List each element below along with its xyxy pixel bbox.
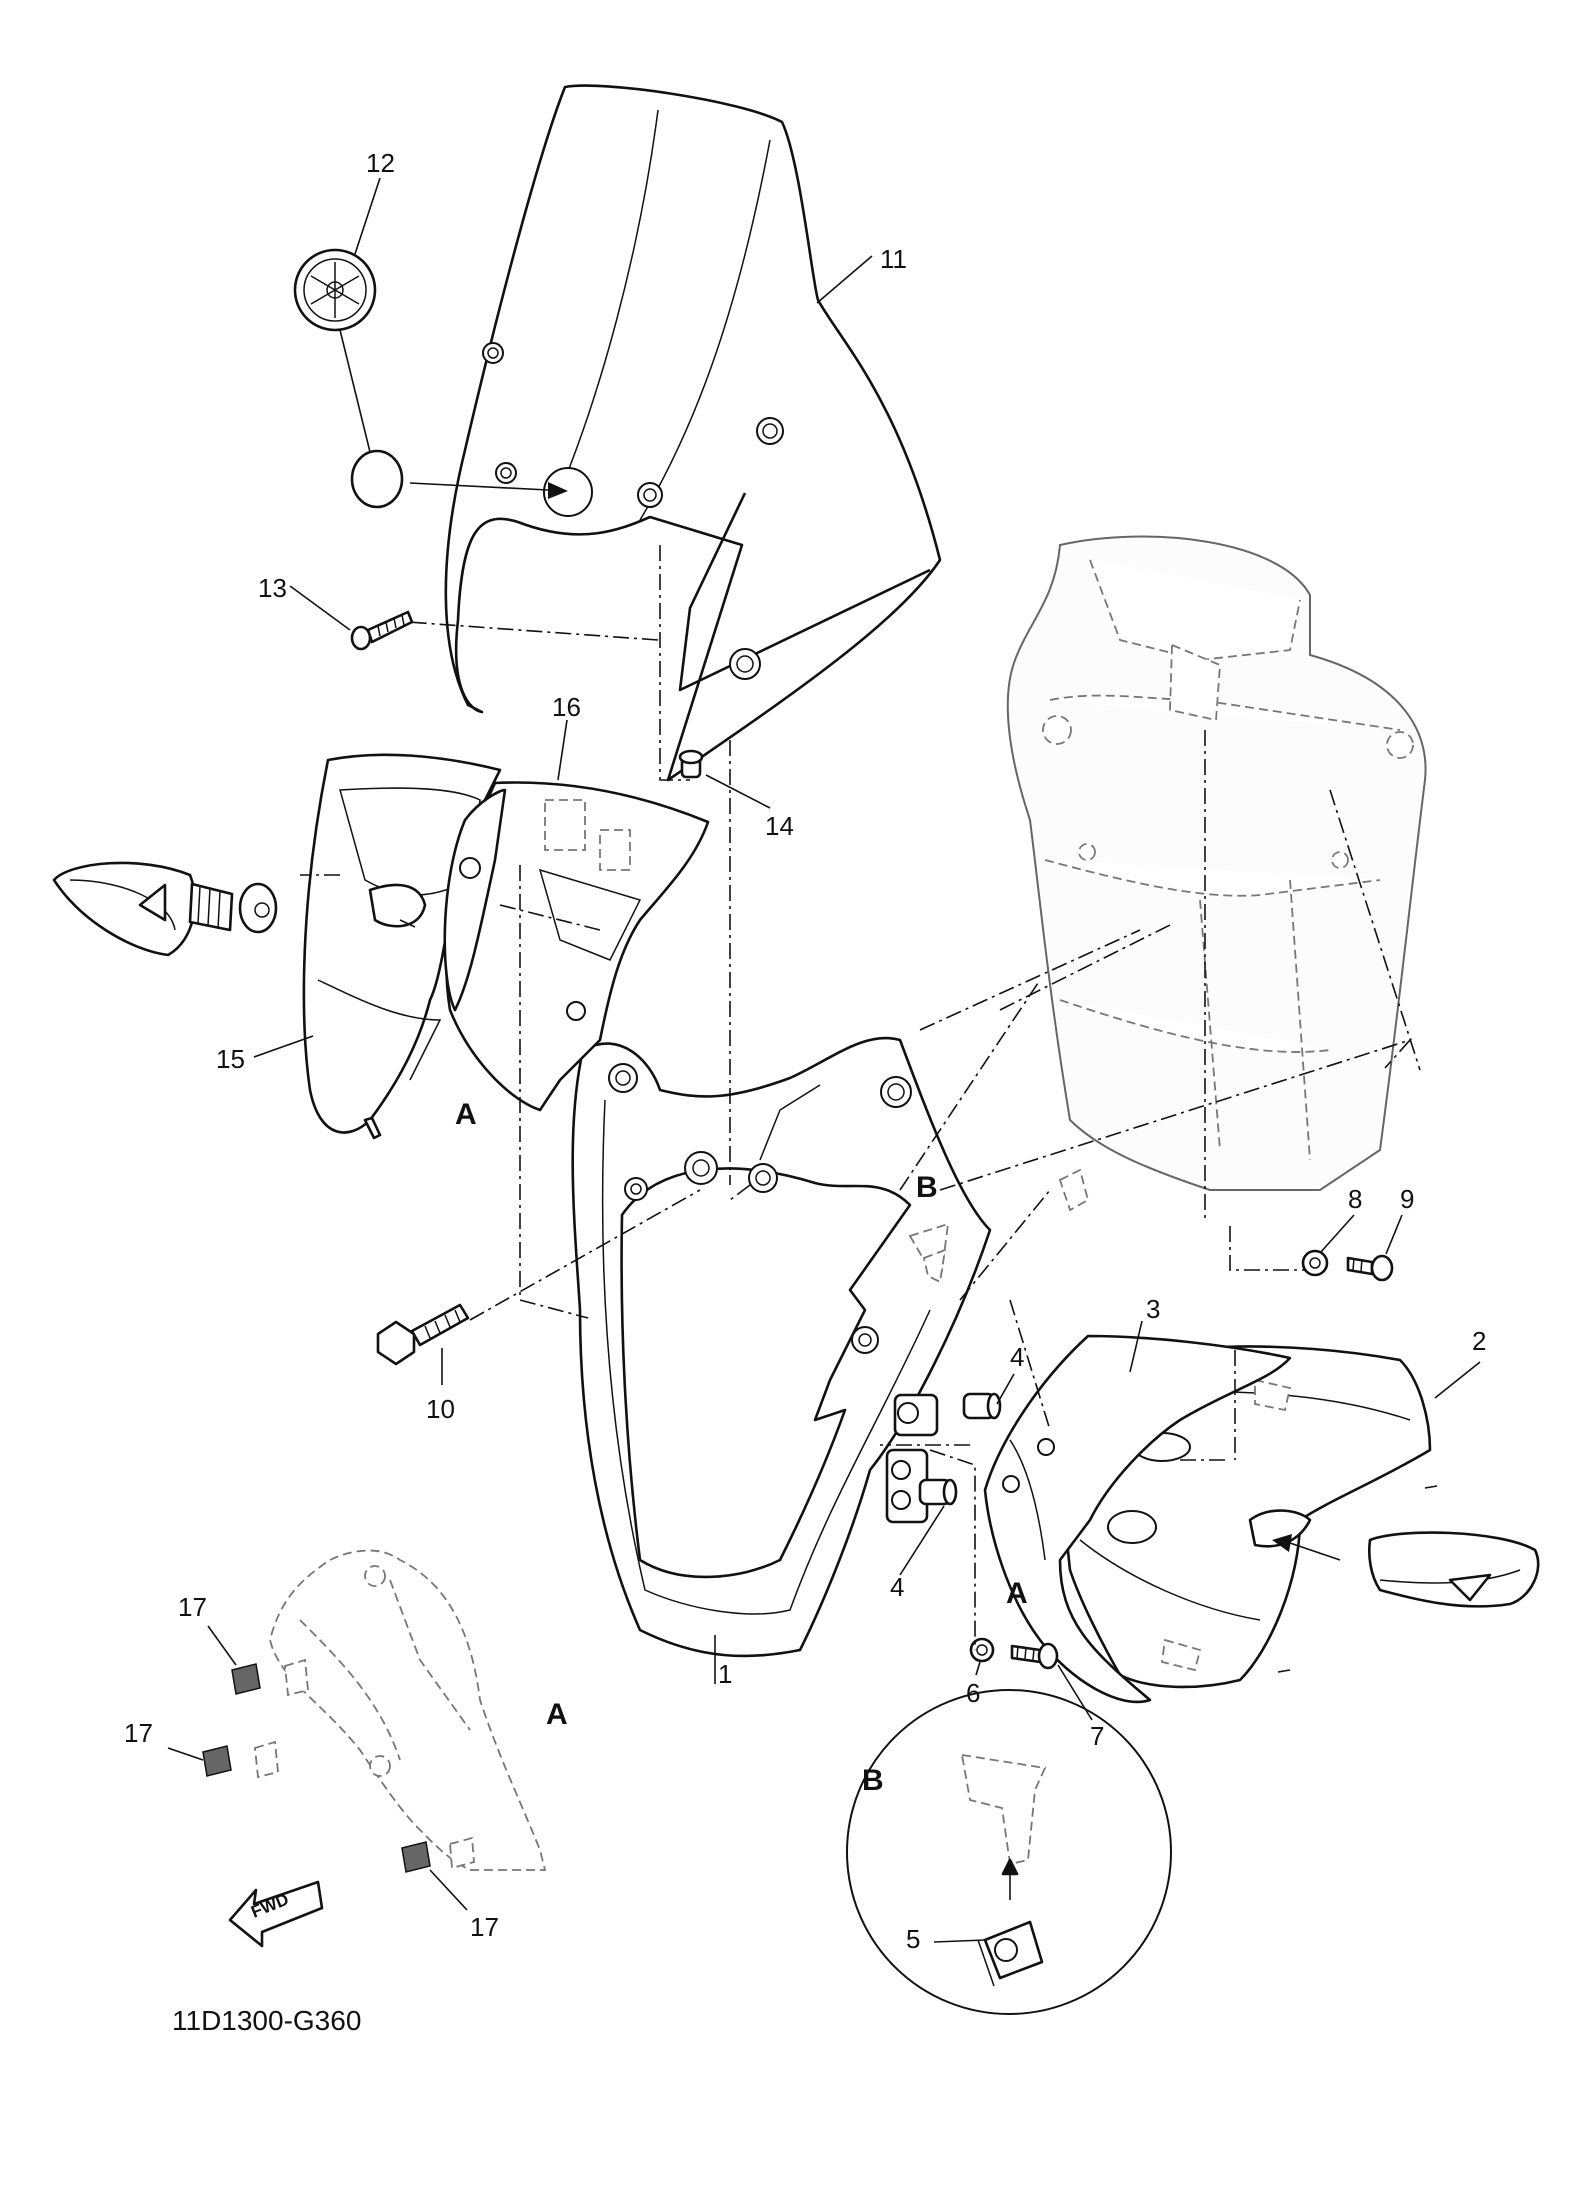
view-label-a-right: A [1006, 1577, 1028, 1610]
view-label-b-detail: B [862, 1764, 884, 1797]
callout-1: 1 [718, 1659, 732, 1689]
view-b-circle [846, 1689, 1172, 2015]
callout-14: 14 [765, 811, 794, 841]
part-12-emblem [293, 248, 404, 509]
drawing-code: 11D1300-G360 [172, 2005, 361, 2036]
callout-6: 6 [966, 1678, 980, 1708]
callout-9: 9 [1400, 1184, 1414, 1214]
callout-8: 8 [1348, 1184, 1362, 1214]
callout-17-bottom: 17 [470, 1912, 499, 1942]
callout-4-lower: 4 [890, 1572, 904, 1602]
callout-13: 13 [258, 573, 287, 603]
callout-17-top: 17 [178, 1592, 207, 1622]
right-turn-signal [1368, 1531, 1540, 1608]
callout-15: 15 [216, 1044, 245, 1074]
callout-16: 16 [552, 692, 581, 722]
part-6-7-fasteners [969, 1637, 1059, 1670]
part-14-grommet [678, 749, 704, 779]
callout-10: 10 [426, 1394, 455, 1424]
part-3-right-bracket [983, 1334, 1292, 1704]
view-labels: A B A A B [455, 1098, 1028, 1797]
leader-lines [167, 177, 1481, 1943]
callout-17-mid: 17 [124, 1718, 153, 1748]
part-10-bolt [376, 1303, 470, 1366]
part-15-left-panel [302, 753, 502, 1140]
callout-numbers: 12 11 13 14 16 15 10 1 3 2 4 4 8 9 6 7 5… [124, 148, 1486, 1954]
part-13-screw [350, 610, 414, 651]
part-11-windscreen [444, 84, 942, 782]
part-17-pads [202, 1663, 431, 1873]
callout-11: 11 [880, 244, 907, 274]
callout-3: 3 [1146, 1294, 1160, 1324]
view-label-b-main: B [916, 1171, 938, 1204]
insertion-arrows [399, 482, 1341, 1561]
part-16-bracket [443, 781, 710, 1112]
part-1-cowling [571, 1036, 992, 1658]
assembly-lines [300, 545, 1421, 1650]
view-label-a-lower: A [546, 1698, 568, 1731]
left-turn-signal [52, 861, 278, 957]
part-4-collars [918, 1392, 1002, 1506]
view-label-a-upper: A [455, 1098, 477, 1131]
callout-5: 5 [906, 1924, 920, 1954]
fwd-arrow-icon: FWD [228, 1880, 324, 1948]
callout-7: 7 [1090, 1721, 1104, 1751]
callout-12: 12 [366, 148, 395, 178]
view-a-detail [254, 1549, 547, 1871]
part-8-9-fasteners [1301, 1249, 1394, 1282]
frame-stay [1006, 535, 1427, 1212]
callout-2: 2 [1472, 1326, 1486, 1356]
callout-4-upper: 4 [1010, 1342, 1024, 1372]
